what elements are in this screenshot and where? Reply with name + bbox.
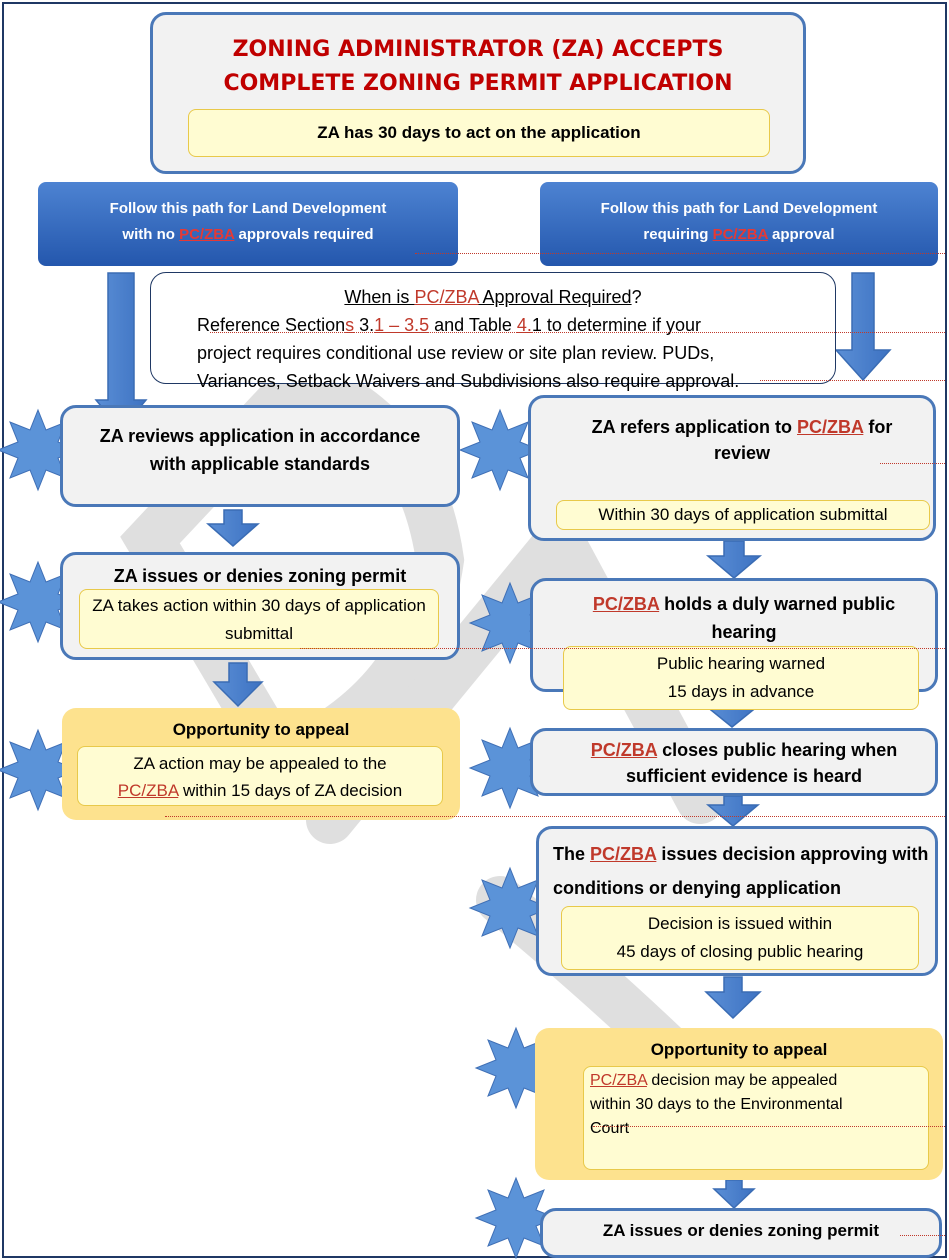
right-appeal-box: Opportunity to appeal PC/ZBA decision ma… — [535, 1028, 943, 1180]
approval-info-box: When is PC/ZBA Approval Required? Refere… — [150, 272, 836, 391]
left-appeal-box: Opportunity to appeal ZA action may be a… — [62, 708, 460, 820]
close-hearing-box: PC/ZBA closes public hearing when suffic… — [530, 728, 938, 796]
right-appeal-note: PC/ZBA decision may be appealed within 3… — [583, 1066, 929, 1170]
start-note: ZA has 30 days to act on the application — [188, 109, 770, 157]
approval-question: When is PC/ZBA Approval Required? — [344, 287, 642, 307]
revision-mark — [415, 253, 945, 254]
decision-box: The PC/ZBA issues decision approving wit… — [536, 826, 938, 976]
revision-mark — [900, 1235, 945, 1236]
revision-mark — [210, 332, 945, 333]
hearing-note: Public hearing warned 15 days in advance — [563, 646, 919, 710]
za-review-box: ZA reviews application in accordance wit… — [60, 405, 460, 507]
revision-mark — [165, 816, 945, 817]
start-title-line1: ZONING ADMINISTRATOR (ZA) ACCEPTS — [232, 37, 724, 62]
decision-note: Decision is issued within 45 days of clo… — [561, 906, 919, 970]
left-path-header: Follow this path for Land Development wi… — [38, 182, 458, 266]
start-title-line2: COMPLETE ZONING PERMIT APPLICATION — [223, 71, 733, 96]
revision-mark — [593, 1126, 945, 1127]
hearing-box: PC/ZBA holds a duly warned public hearin… — [530, 578, 938, 710]
za-issues-note: ZA takes action within 30 days of applic… — [79, 589, 439, 649]
final-permit-box: ZA issues or denies zoning permit — [540, 1208, 942, 1258]
left-appeal-note: ZA action may be appealed to the PC/ZBA … — [77, 746, 443, 806]
approval-reference: Reference Sections 3.1 – 3.5 and Table 4… — [197, 315, 702, 335]
refer-box: ZA refers application to PC/ZBA for revi… — [528, 395, 936, 541]
right-path-header: Follow this path for Land Development re… — [540, 182, 938, 266]
start-box: ZONING ADMINISTRATOR (ZA) ACCEPTS COMPLE… — [150, 12, 806, 174]
revision-mark — [880, 463, 945, 464]
revision-mark — [760, 380, 945, 381]
revision-mark — [300, 648, 945, 649]
za-issues-box: ZA issues or denies zoning permit ZA tak… — [60, 552, 460, 660]
refer-note: Within 30 days of application submittal — [556, 500, 930, 530]
